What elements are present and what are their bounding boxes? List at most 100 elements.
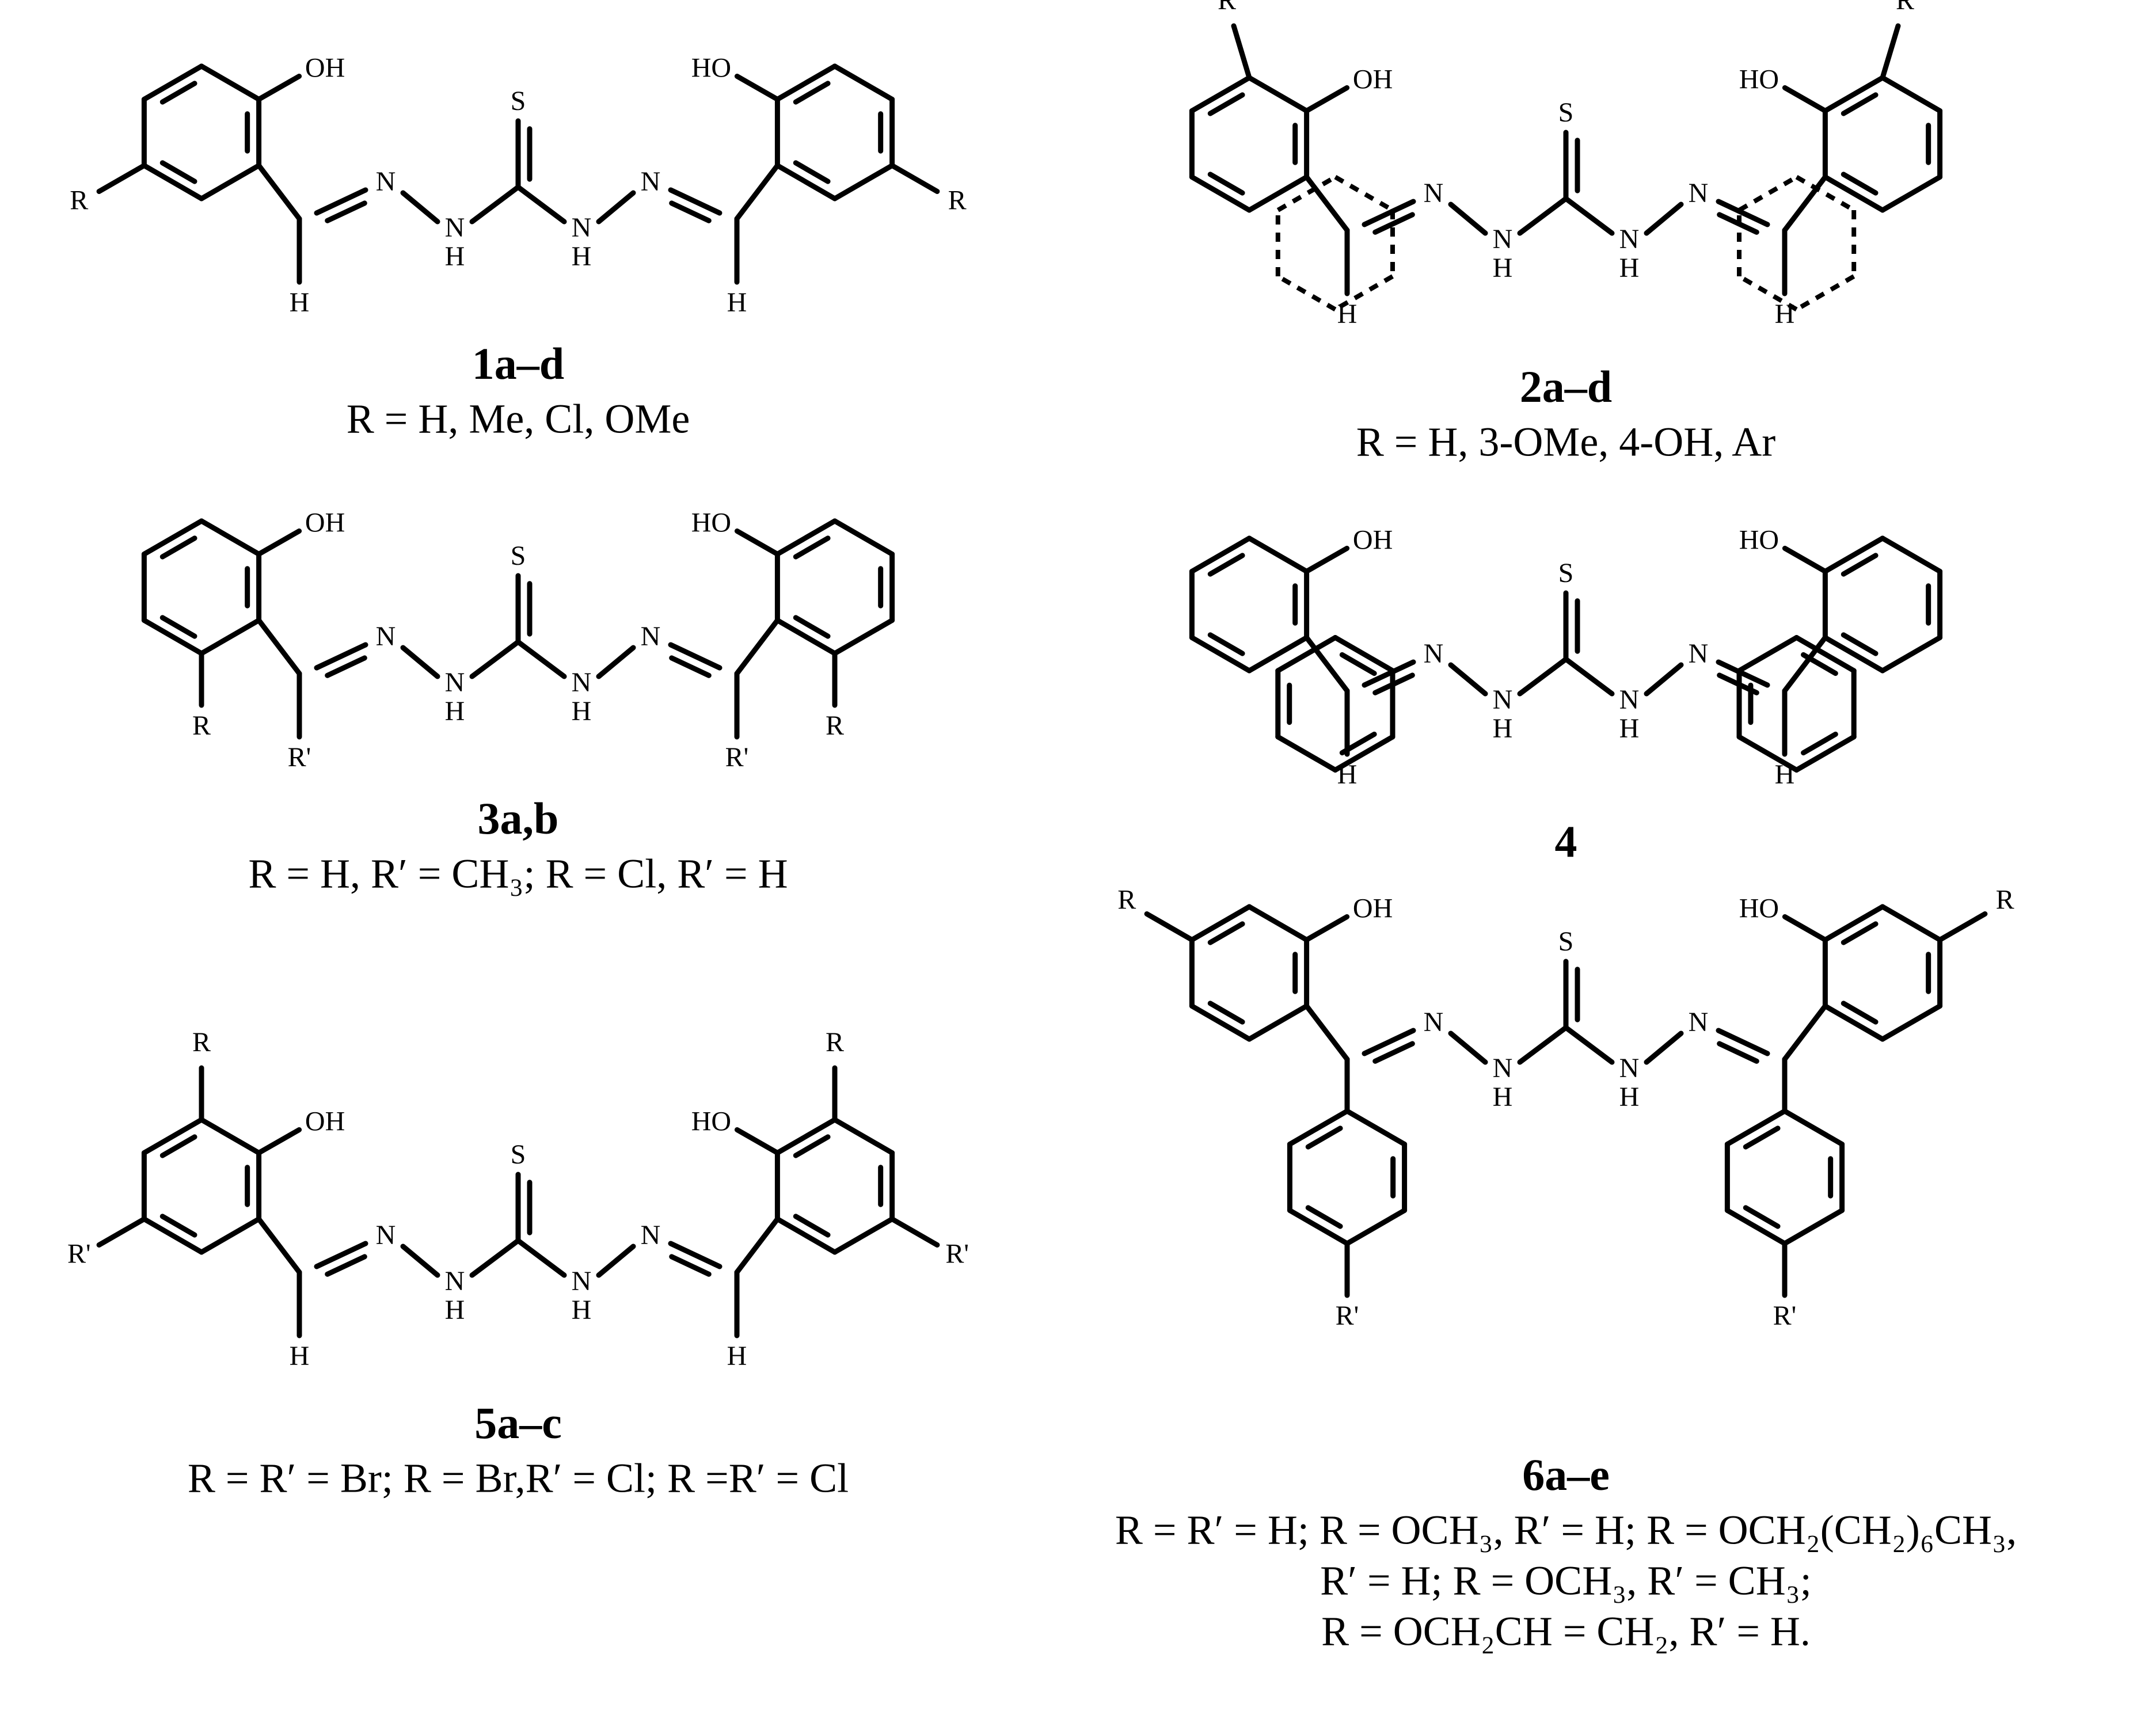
hydroxyl-bond [256,74,302,102]
ring-bond [141,63,204,102]
hydroxyl-group: OH [305,508,345,538]
ring-bond [199,1216,262,1255]
substituent-caption: R = R′ = H; R = OCH₃, R′ = H; R = OCH₂(C… [1115,1507,2017,1553]
imine-nitrogen-right: N [641,621,661,652]
hydroxyl-group: HO [1739,525,1779,556]
amide-nitrogen-right: N [1619,224,1640,254]
imine-bond-right [1716,199,1770,227]
substituent-bond [1231,23,1252,81]
ring-bond [1822,75,1885,113]
ring-bond [1276,175,1337,212]
aryl-bond [256,1216,302,1275]
hydroxyl-group: HO [691,508,731,538]
sulfur-atom: S [511,1139,526,1170]
amide-nitrogen-left: N [1493,224,1513,254]
hydroxyl-group: OH [1353,525,1393,556]
ring-bond [1275,734,1338,773]
ring-bond [1724,1108,1788,1147]
hydroxyl-group: HO [1739,893,1779,924]
ring-bond [1822,535,1885,574]
thiourea-bond-right [1563,656,1615,697]
ring-double-bond [793,160,831,184]
thiourea-bond-left [469,639,521,679]
ring-bond [1332,635,1395,674]
ring-double-bond [793,1134,831,1158]
ring-bond [1822,1003,1885,1042]
compound-label: 6a–e [1522,1450,1610,1500]
sulfur-atom: S [1558,558,1574,588]
ring-bond [832,1117,895,1155]
amide-nitrogen-right: N [572,212,592,243]
imine-bond-right [668,1241,723,1269]
ring-double-bond [1339,652,1377,676]
amide-nitrogen-left: N [445,1266,465,1296]
ring-double-bond [793,81,831,105]
imine-nitrogen-left: N [1424,178,1444,208]
substituent-r: R [192,710,211,741]
imine-nitrogen-left: N [1424,1007,1444,1037]
substituent-caption: R = H, Me, Cl, OMe [347,396,690,442]
imine-nitrogen-right: N [641,166,661,197]
aryl-bond [734,163,780,222]
imine-substituent-right: H [727,1341,747,1371]
imine-bond-right [1716,659,1770,688]
aryl-bond [1782,1003,1828,1062]
amide-nitrogen-right: N [572,1266,592,1296]
imine-bond-left-second [325,655,367,678]
ring-bond [1795,274,1855,311]
amide-nitrogen-right: N [1619,1053,1640,1083]
ring-bond [199,518,262,557]
aryl-bond [1304,174,1350,233]
ring-bond [1246,1003,1310,1042]
substituent-bond [1937,911,1988,942]
imine-bond-left-second [325,200,367,223]
hydroxyl-bond [734,528,780,557]
amide-nitrogen-right: N [1619,685,1640,715]
ring-bond [1794,635,1857,674]
ring-double-bond [1841,632,1879,656]
hydroxyl-bond [1782,546,1828,574]
thiourea-bond-right [515,639,567,679]
aryl-bond [734,1216,780,1275]
ring-bond [1246,904,1310,942]
sulfur-atom: S [1558,97,1574,128]
ring-bond [199,618,262,656]
ring-bond [1189,535,1252,574]
ring-bond [1332,734,1395,773]
n-n-bond-right [596,1244,636,1278]
substituent-r2: R' [1773,1300,1797,1331]
ring-bond [1189,904,1252,942]
hydroxyl-group: OH [305,53,345,83]
ring-bond [774,163,838,201]
substituent-r: R [948,185,967,216]
substituent-caption: R = H, R′ = CH₃; R = Cl, R′ = H [248,851,788,897]
amide-hydrogen-right: H [572,241,592,272]
substituent-bond [889,163,940,194]
thiourea-bond-right [1563,1025,1615,1065]
hydroxyl-group: HO [691,1106,731,1137]
ring-bond [1724,1208,1788,1246]
amide-hydrogen-left: H [445,1295,465,1325]
ring-bond [1880,75,1943,113]
amide-nitrogen-left: N [445,667,465,698]
ring-double-bond [1841,553,1879,577]
hydroxyl-bond [1304,85,1350,113]
ring-bond [1344,1108,1408,1147]
imine-bond-left [314,1241,368,1269]
ring-bond [832,163,895,201]
n-n-bond-left [400,645,440,679]
substituent-r: R [1117,885,1136,915]
imine-nitrogen-right: N [1689,1007,1709,1037]
substituent-r2: R' [67,1239,91,1269]
ring-double-bond [159,535,197,560]
imine-nitrogen-right: N [641,1220,661,1250]
compound-label: 5a–c [474,1398,562,1448]
imine-bond-right [668,187,723,216]
ring-double-bond [1743,1125,1781,1150]
substituent-r: R [1996,885,2014,915]
ring-bond [832,1216,895,1255]
